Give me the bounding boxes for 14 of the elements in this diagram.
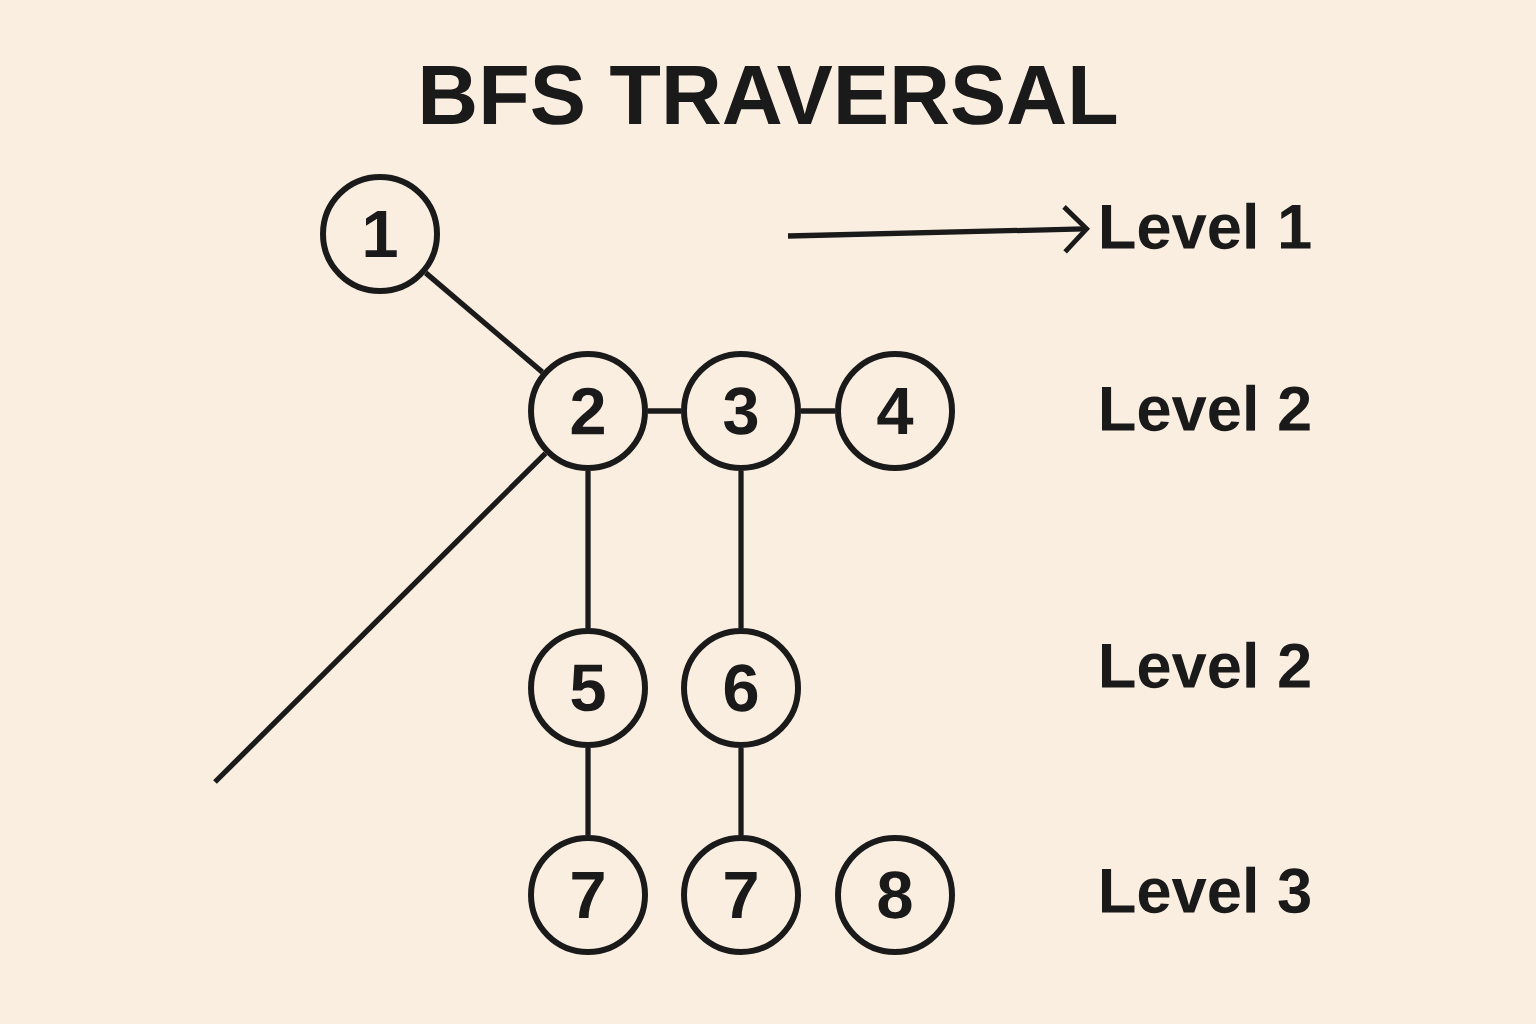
- connector-line: [213, 451, 548, 784]
- connector-line: [648, 408, 682, 414]
- connector-line: [738, 471, 744, 628]
- connector-line: [585, 748, 591, 835]
- arrow: [787, 205, 1090, 254]
- connector-line: [424, 270, 545, 375]
- level-label: Level 3: [1102, 866, 1310, 914]
- connector-line: [738, 748, 744, 835]
- connector-line: [801, 408, 835, 414]
- connector-line: [585, 471, 591, 628]
- level-label: Level 2: [1102, 384, 1310, 432]
- level-label: Level 1: [1102, 202, 1311, 250]
- level-label: Level 2: [1102, 641, 1310, 689]
- title: BFS TRAVERSAL: [422, 65, 1117, 125]
